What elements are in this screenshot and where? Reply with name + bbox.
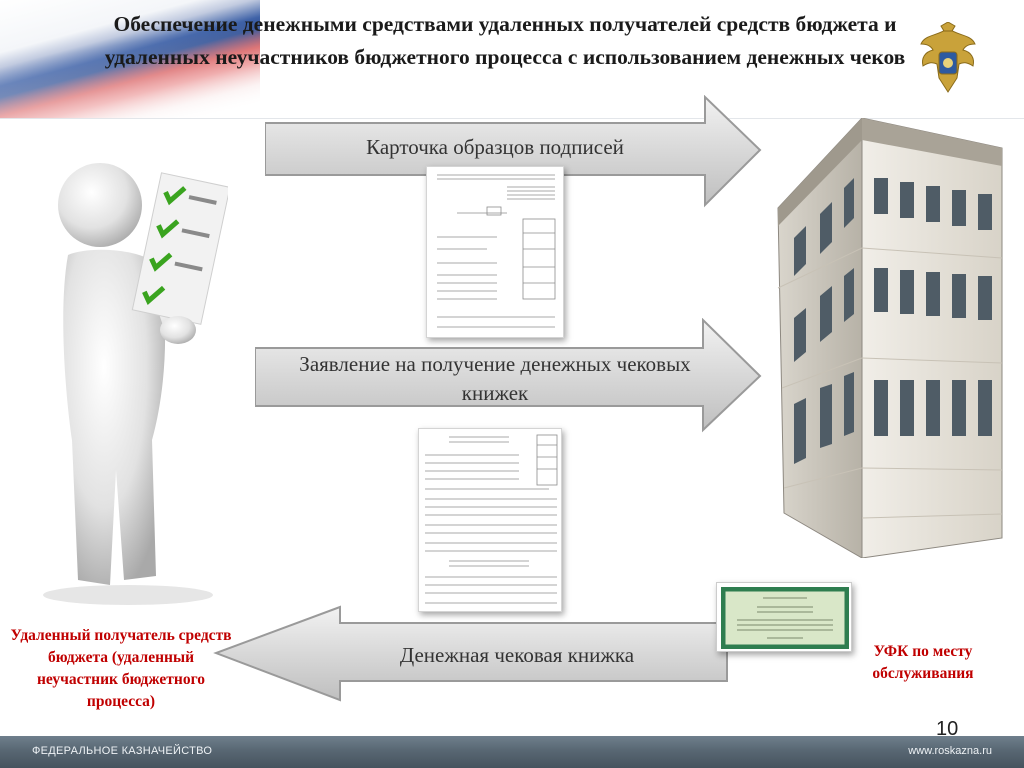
remote-recipient-label: Удаленный получатель средств бюджета (уд… [10,627,232,710]
signature-card-document [426,166,564,338]
ufk-label: УФК по месту обслуживания [872,643,974,682]
checkbook-request-arrow: Заявление на получение денежных чековых … [255,318,765,433]
treasury-emblem-icon [920,22,976,93]
checkbook-image [716,582,852,652]
checkbook-application-document [418,428,562,612]
arrow2-label: Заявление на получение денежных чековых … [299,352,691,405]
footer-website-link[interactable]: www.roskazna.ru [908,745,992,757]
building-image [777,118,1003,558]
signature-card-arrow: Карточка образцов подписей [265,95,765,210]
footer-bar: ФЕДЕРАЛЬНОЕ КАЗНАЧЕЙСТВО www.roskazna.ru [0,736,1024,768]
arrow1-label: Карточка образцов подписей [366,135,624,159]
content-frame [0,118,1024,736]
slide-title: Обеспечение денежными средствами удаленн… [104,12,906,69]
checkbook-delivery-arrow: Денежная чековая книжка [212,605,732,705]
page-number: 10 [936,718,959,740]
flag-swoosh-decoration [0,0,260,118]
arrow3-label: Денежная чековая книжка [399,643,635,667]
footer-organization: ФЕДЕРАЛЬНОЕ КАЗНАЧЕЙСТВО [32,745,213,757]
person-checklist-figure [43,163,228,605]
